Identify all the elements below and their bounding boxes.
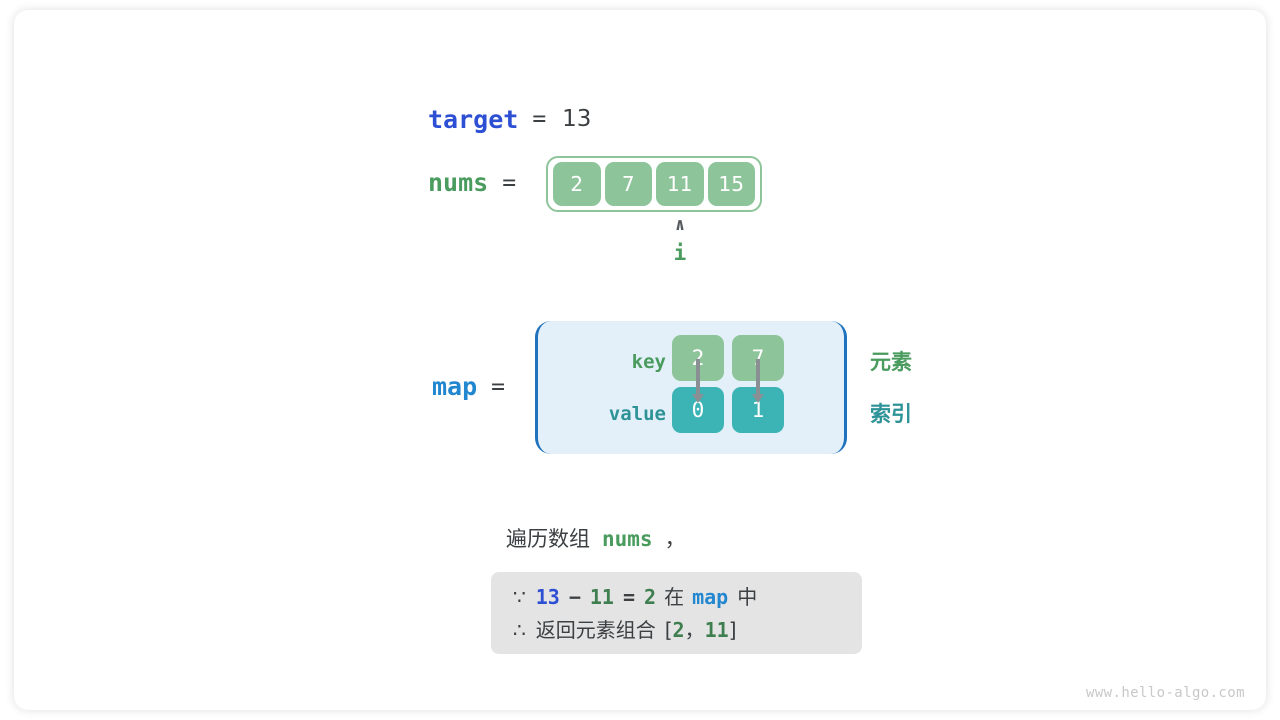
because-symbol: ∵ — [513, 585, 526, 609]
conclusion-minus-sign: − — [568, 585, 581, 609]
caption-text: 遍历数组 nums ， — [506, 523, 686, 553]
conclusion-operand-b: 11 — [589, 585, 614, 609]
conclusion-tail-text: 中 — [737, 585, 758, 609]
conclusion-line-1: ∵ 13 − 11 = 2 在 map 中 — [491, 581, 862, 614]
conclusion-line-2: ∴ 返回元素组合 [ 2 ， 11 ] — [491, 614, 862, 647]
caption-nums-variable: nums — [602, 527, 653, 551]
target-equals-sign: = — [532, 106, 547, 132]
down-arrow-icon — [752, 359, 764, 403]
map-row: map = — [432, 372, 505, 401]
bracket-open: [ — [664, 618, 673, 642]
therefore-symbol: ∴ — [513, 618, 526, 642]
target-variable-name: target — [428, 104, 519, 134]
legend-index-label: 索引 — [870, 401, 912, 426]
site-watermark: www.hello-algo.com — [1086, 685, 1245, 701]
target-row: target = 13 — [428, 102, 591, 136]
down-arrow-icon — [692, 359, 704, 403]
nums-variable-name: nums — [428, 168, 489, 197]
index-pointer-label: i — [673, 241, 687, 265]
conclusion-result: 2 — [644, 585, 657, 609]
map-equals-sign: = — [491, 373, 506, 400]
nums-row: nums = — [428, 168, 516, 197]
map-value-cell: 1 — [732, 387, 784, 433]
map-variable-name: map — [432, 372, 478, 401]
array-cell: 7 — [604, 162, 652, 206]
map-value-label: value — [608, 402, 666, 425]
map-row-labels: key value — [576, 321, 666, 454]
caption-suffix: ， — [664, 527, 686, 551]
bracket-close: ] — [728, 618, 737, 642]
caption-prefix: 遍历数组 — [506, 527, 590, 551]
conclusion-map-variable: map — [692, 585, 729, 609]
map-key-label: key — [631, 350, 666, 373]
array-cell: 11 — [656, 162, 704, 206]
nums-equals-sign: = — [502, 169, 517, 196]
legend-element-label: 元素 — [870, 349, 912, 374]
caret-icon: ∧ — [674, 215, 686, 235]
returned-comma: ， — [684, 618, 705, 642]
array-cell: 2 — [553, 162, 601, 206]
map-entry: 2 0 — [672, 335, 724, 433]
map-legend: 元素 索引 — [870, 321, 990, 454]
hash-map-box: key value 2 0 7 1 — [535, 321, 847, 454]
target-value: 13 — [562, 106, 592, 132]
conclusion-box: ∵ 13 − 11 = 2 在 map 中 ∴ 返回元素组合 [ 2 ， 11 … — [491, 572, 862, 654]
conclusion-return-text: 返回元素组合 — [535, 618, 656, 642]
diagram-card: target = 13 nums = 2 7 11 15 ∧ i map = k… — [14, 10, 1266, 710]
returned-value-1: 2 — [672, 618, 685, 642]
conclusion-equals-sign: = — [622, 585, 636, 609]
array-cell: 15 — [707, 162, 755, 206]
conclusion-mid-text: 在 — [664, 585, 685, 609]
index-pointer: ∧ i — [654, 217, 706, 264]
returned-value-2: 11 — [704, 618, 729, 642]
conclusion-operand-a: 13 — [535, 585, 560, 609]
nums-array: 2 7 11 15 — [546, 156, 762, 212]
map-entry: 7 1 — [732, 335, 784, 433]
map-entries: 2 0 7 1 — [672, 335, 792, 433]
